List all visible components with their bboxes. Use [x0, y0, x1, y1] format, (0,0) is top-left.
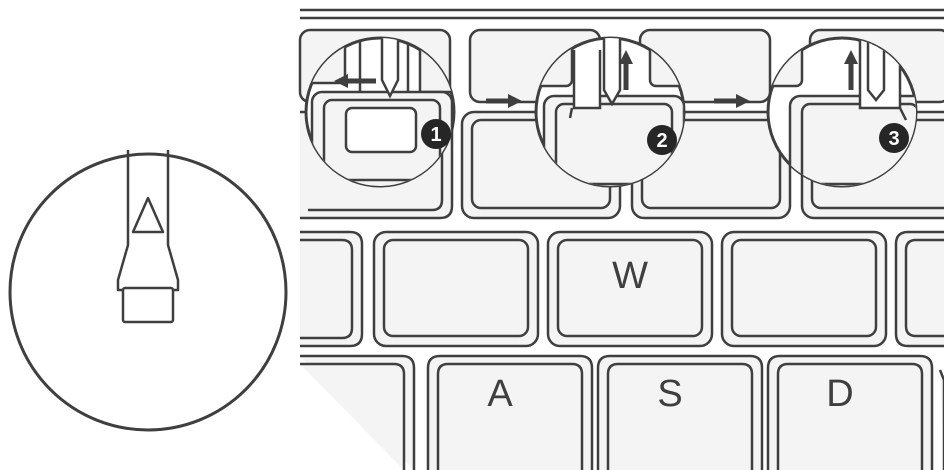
key-d-label: D — [826, 373, 853, 415]
key-w — [546, 230, 714, 348]
key-a — [426, 354, 594, 470]
step-1-badge: 1 — [421, 119, 451, 149]
arrow-left-icon — [334, 74, 376, 88]
screwdriver-zoom-circle — [8, 150, 288, 432]
step-3-badge: 3 — [879, 123, 909, 153]
arrow-up-icon — [619, 50, 633, 90]
step-3-number: 3 — [888, 128, 899, 150]
step-3-zoom-circle: 3 — [766, 36, 918, 188]
arrow-up-icon — [844, 50, 858, 90]
step-flow-arrow-2-3 — [714, 94, 750, 108]
key-r-partial — [894, 230, 944, 348]
step-1-number: 1 — [430, 124, 441, 146]
flat-screwdriver-tip-icon — [116, 150, 180, 324]
step-2-number: 2 — [656, 130, 667, 152]
key-d — [766, 354, 934, 470]
key-a-label: A — [487, 373, 513, 415]
keyboard-top-edge — [300, 8, 944, 20]
key-w-label: W — [612, 255, 648, 297]
step-flow-arrow-1-2 — [486, 94, 522, 108]
key-s — [596, 354, 764, 470]
key-e — [720, 230, 888, 348]
keyboard-row-4 — [300, 354, 944, 470]
key-s-label: S — [657, 373, 682, 415]
keyboard-row-3 — [300, 230, 944, 348]
key-q — [372, 230, 540, 348]
step-2-badge: 2 — [647, 125, 677, 155]
